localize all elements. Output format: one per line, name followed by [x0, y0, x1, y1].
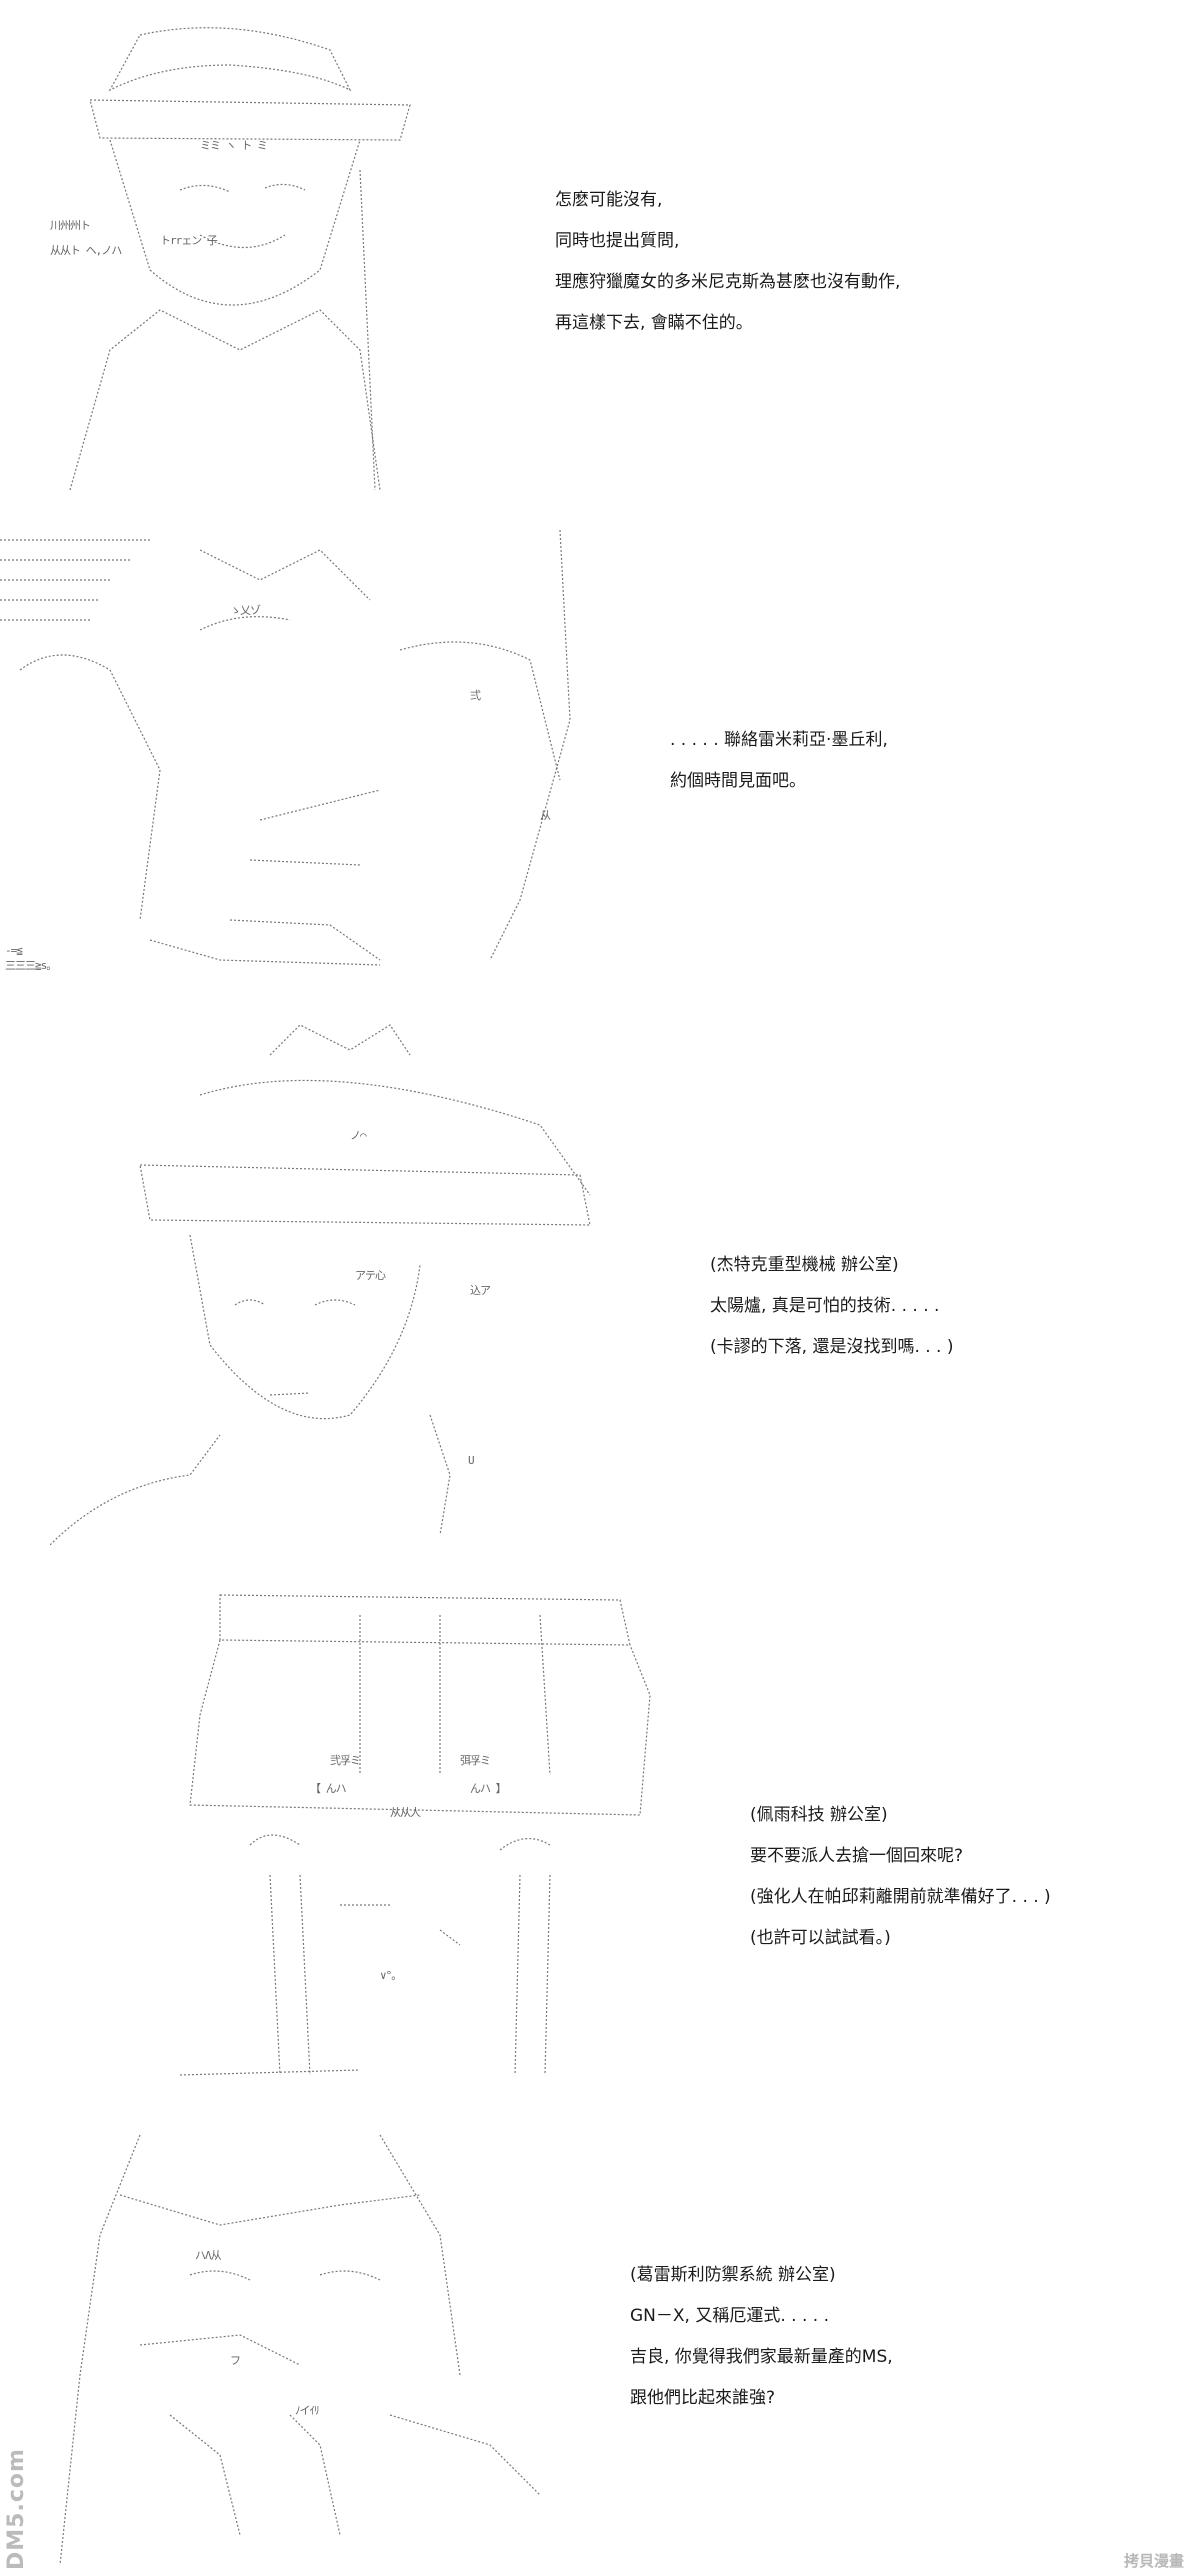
- art-text: 込ア: [470, 1284, 491, 1297]
- dialog-line: 理應狩獵魔女的多米尼克斯為甚麽也沒有動作,: [555, 272, 901, 292]
- dialog-panel-2: . . . . . 聯絡雷米莉亞·墨丘利, 約個時間見面吧。: [670, 720, 888, 802]
- dialog-line: (也許可以試試看。): [750, 1928, 891, 1948]
- character-figure-2: [0, 529, 571, 966]
- dialog-panel-4: (佩雨科技 辦公室) 要不要派人去搶一個回來呢? (強化人在帕邱莉離開前就準備好…: [750, 1795, 1051, 1959]
- character-figure-4: [179, 1594, 651, 2076]
- art-text: トrrェン 子: [160, 234, 218, 247]
- ascii-art-panel-2: ゝ乂ゾ 弍 从 三三三≧s。 -=≦: [0, 520, 600, 990]
- ascii-art-panel-5: ハΛ从 フ ﾉイｲﾘ: [40, 2115, 560, 2565]
- art-text: ゝ乂ゾ: [230, 604, 261, 617]
- copy-manga-watermark: 拷貝漫畫: [1123, 2552, 1184, 2570]
- art-text: ハΛ从: [195, 2249, 222, 2262]
- art-text: 弍: [470, 689, 481, 702]
- dialog-line: (佩雨科技 辦公室): [750, 1805, 888, 1825]
- dialog-line: (葛雷斯利防禦系統 辦公室): [630, 2265, 836, 2285]
- dialog-line: 要不要派人去搶一個回來呢?: [750, 1846, 964, 1866]
- dm5-watermark: DM5.com: [4, 2448, 29, 2570]
- dialog-line: (強化人在帕邱莉離開前就準備好了. . . ): [750, 1887, 1051, 1907]
- ascii-art-panel-3: アテ心 込ア ノ⌒ U: [50, 1015, 610, 1545]
- dialog-line: (卡謬的下落, 還是沒找到嗎. . . ): [710, 1337, 954, 1357]
- art-text: ﾉイｲﾘ: [295, 2404, 319, 2417]
- panel-1: トrrェン 子 ミミ ヽ ト ミ 川州州ト 从从ト ヘ,ノハ 怎麽可能沒有, 同…: [0, 0, 1200, 500]
- art-text: ノ⌒: [350, 1129, 367, 1142]
- panel-5: ハΛ从 フ ﾉイｲﾘ (葛雷斯利防禦系統 辦公室) GN－X, 又稱厄運式. .…: [0, 2115, 1200, 2570]
- panel-3: アテ心 込ア ノ⌒ U (杰特克重型機械 辦公室) 太陽爐, 真是可怕的技術. …: [0, 1015, 1200, 1555]
- dialog-panel-1: 怎麽可能沒有, 同時也提出質問, 理應狩獵魔女的多米尼克斯為甚麽也沒有動作, 再…: [555, 180, 900, 344]
- dialog-line: GN－X, 又稱厄運式. . . . .: [630, 2306, 829, 2326]
- ascii-art-panel-4: 弐孚ミ 弭孚ミ 【 んハ んハ 】 从从人 ∨°。: [160, 1575, 680, 2085]
- character-figure-3: [50, 1024, 591, 1545]
- dialog-panel-3: (杰特克重型機械 辦公室) 太陽爐, 真是可怕的技術. . . . . (卡謬的…: [710, 1245, 954, 1368]
- art-text: 弐孚ミ: [330, 1754, 361, 1767]
- dialog-line: 怎麽可能沒有,: [555, 190, 663, 210]
- art-text: -=≦: [5, 944, 23, 957]
- art-text: 从从ト ヘ,ノハ: [50, 244, 122, 257]
- art-text: ミミ ヽ ト ミ: [200, 139, 268, 152]
- panel-4: 弐孚ミ 弭孚ミ 【 んハ んハ 】 从从人 ∨°。 (佩雨科技 辦公室) 要不要…: [0, 1575, 1200, 2095]
- dialog-line: 吉良, 你覺得我們家最新量產的MS,: [630, 2347, 893, 2367]
- art-text: 三三三≧s。: [5, 959, 57, 972]
- art-text: U: [468, 1454, 475, 1467]
- panel-2: ゝ乂ゾ 弍 从 三三三≧s。 -=≦ . . . . . 聯絡雷米莉亞·墨丘利,…: [0, 520, 1200, 1000]
- dialog-line: 跟他們比起來誰強?: [630, 2388, 776, 2408]
- art-text: 【 んハ: [310, 1782, 347, 1795]
- art-text: ∨°。: [380, 1969, 402, 1982]
- ascii-art-panel-1: トrrェン 子 ミミ ヽ ト ミ 川州州ト 从从ト ヘ,ノハ: [30, 20, 470, 490]
- dialog-panel-5: (葛雷斯利防禦系統 辦公室) GN－X, 又稱厄運式. . . . . 吉良, …: [630, 2255, 893, 2419]
- art-text: フ: [230, 2354, 241, 2367]
- art-text: んハ 】: [470, 1782, 507, 1795]
- dialog-line: . . . . . 聯絡雷米莉亞·墨丘利,: [670, 730, 888, 750]
- dialog-line: 約個時間見面吧。: [670, 771, 806, 791]
- art-text: 川州州ト: [50, 219, 91, 232]
- art-text: 从从人: [390, 1806, 421, 1819]
- art-text: 弭孚ミ: [460, 1754, 491, 1767]
- dialog-line: (杰特克重型機械 辦公室): [710, 1255, 899, 1275]
- art-text: アテ心: [355, 1269, 386, 1282]
- character-figure-1: [69, 27, 411, 490]
- dialog-line: 太陽爐, 真是可怕的技術. . . . .: [710, 1296, 940, 1316]
- character-figure-5: [59, 2134, 541, 2565]
- dialog-line: 同時也提出質問,: [555, 231, 680, 251]
- art-text: 从: [540, 809, 551, 822]
- dialog-line: 再這樣下去, 會瞞不住的。: [555, 313, 753, 333]
